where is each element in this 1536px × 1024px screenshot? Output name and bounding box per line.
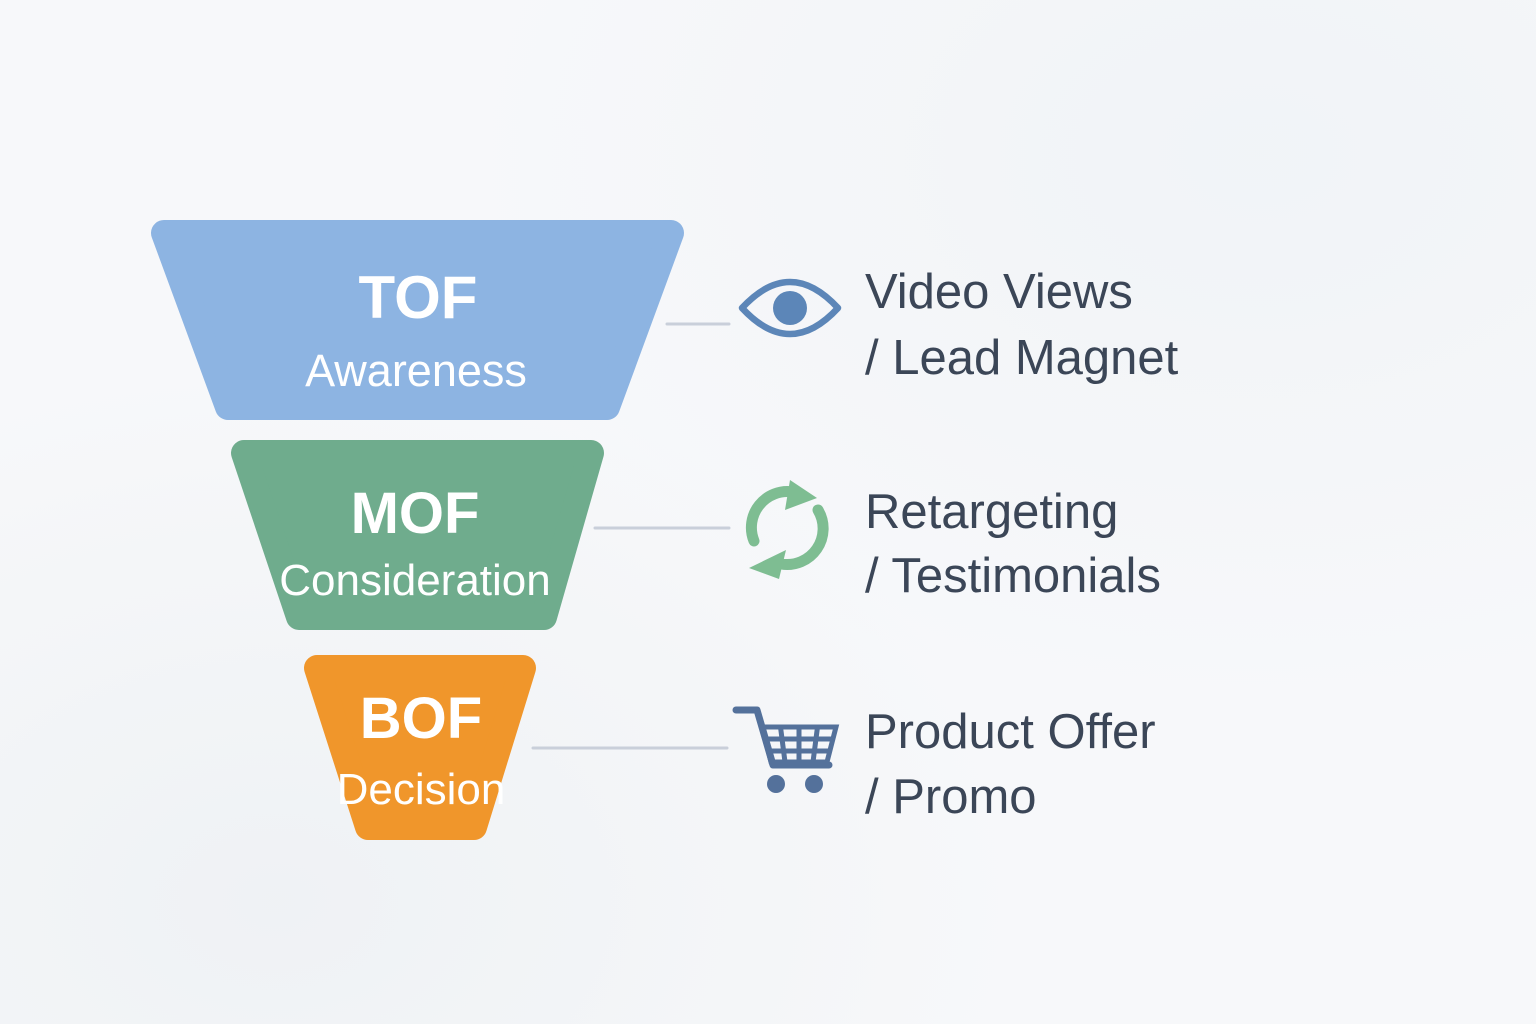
stage-code-bof: BOF [360, 686, 482, 751]
note-bof-line1: Product Offer [865, 705, 1156, 759]
note-mof: Retargeting / Testimonials [865, 485, 1161, 603]
note-bof: Product Offer / Promo [865, 705, 1156, 824]
note-tof-line2: / Lead Magnet [865, 331, 1179, 385]
note-bof-line2: / Promo [865, 770, 1037, 824]
funnel-stage-bof: BOF Decision [304, 655, 536, 840]
refresh-arc-top [745, 486, 799, 547]
stage-sublabel-consideration: Consideration [279, 556, 551, 605]
cart-icon [732, 706, 840, 793]
stage-code-mof: MOF [351, 481, 480, 546]
cart-wheel-left [767, 775, 785, 793]
eye-pupil [773, 291, 807, 325]
funnel-stage-mof: MOF Consideration [231, 440, 604, 630]
refresh-arrowhead-bottom [749, 550, 786, 579]
note-tof: Video Views / Lead Magnet [865, 265, 1179, 385]
eye-icon [738, 278, 842, 338]
note-mof-line1: Retargeting [865, 485, 1118, 539]
refresh-arrowhead-top [785, 480, 817, 510]
note-mof-line2: / Testimonials [865, 549, 1161, 603]
eye-outline [738, 278, 842, 338]
stage-sublabel-decision: Decision [337, 765, 506, 814]
note-tof-line1: Video Views [865, 265, 1133, 319]
refresh-arc-bottom [775, 504, 829, 570]
cart-basket-grid [758, 724, 840, 765]
funnel-stage-tof-shape [151, 220, 684, 420]
cart-wheel-right [805, 775, 823, 793]
funnel-stage-mof-shape [231, 440, 604, 630]
funnel-stage-tof: TOF Awareness [151, 220, 684, 420]
refresh-icon [745, 480, 829, 579]
funnel-stage-bof-shape [304, 655, 536, 840]
stage-code-tof: TOF [359, 264, 478, 331]
stage-sublabel-awareness: Awareness [305, 345, 527, 396]
